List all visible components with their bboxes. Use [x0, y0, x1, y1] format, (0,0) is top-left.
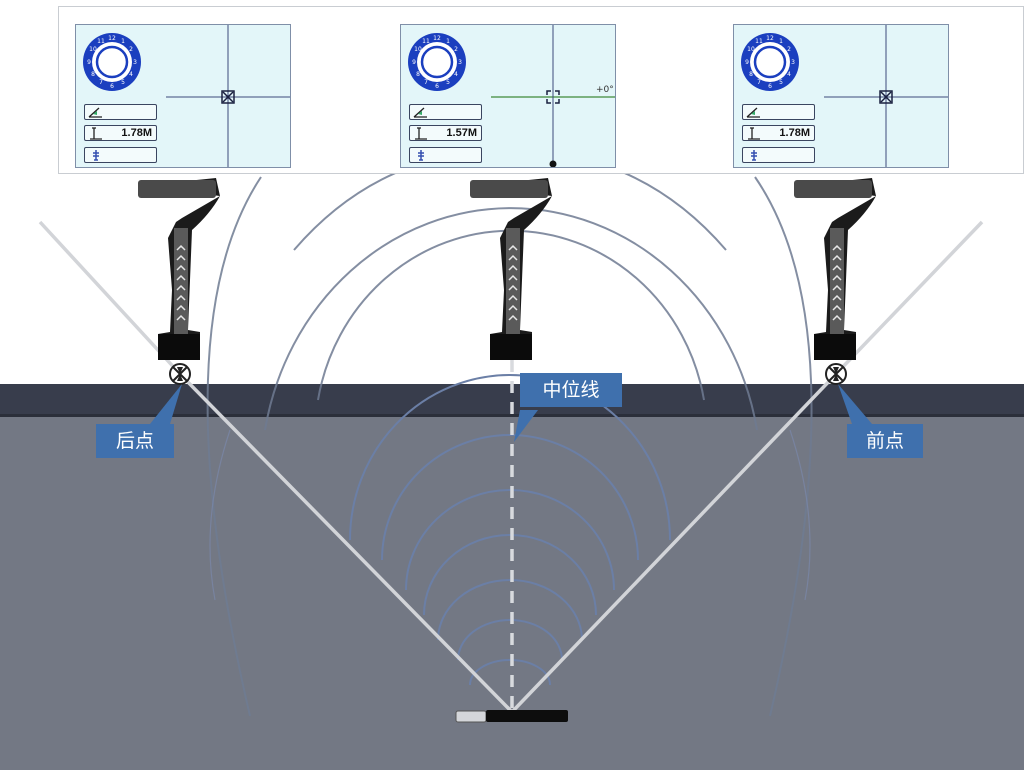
svg-text:11: 11 [97, 38, 105, 45]
svg-text:1: 1 [779, 38, 783, 45]
current-row [84, 147, 157, 163]
svg-text:5: 5 [121, 79, 125, 86]
svg-text:10: 10 [89, 46, 97, 53]
depth-icon [90, 127, 102, 140]
svg-text:4: 4 [787, 71, 791, 78]
svg-text:4: 4 [129, 71, 133, 78]
svg-text:11: 11 [755, 38, 763, 45]
svg-text:5: 5 [446, 79, 450, 86]
locator-device-front [794, 178, 876, 385]
depth-row: 1.78M [742, 125, 815, 141]
current-probe-icon [418, 150, 424, 161]
locator-device-center [470, 178, 552, 360]
svg-text:12: 12 [108, 35, 116, 42]
svg-text:9: 9 [87, 59, 91, 66]
target-bracket-icon [546, 90, 560, 104]
current-row [742, 147, 815, 163]
svg-text:7: 7 [99, 79, 103, 86]
signal-strength-row [742, 104, 815, 120]
signal-beams [38, 220, 984, 714]
front-point-label: 前点 [847, 424, 923, 458]
svg-text:6: 6 [110, 83, 114, 90]
current-row [409, 147, 482, 163]
depth-value: 1.78M [121, 127, 152, 139]
signal-strength-row [409, 104, 482, 120]
svg-text:6: 6 [768, 83, 772, 90]
callout-pointer-front [838, 384, 872, 424]
svg-text:2: 2 [787, 46, 791, 53]
svg-text:2: 2 [129, 46, 133, 53]
svg-text:3: 3 [133, 59, 137, 66]
depth-value: 1.78M [779, 127, 810, 139]
depth-value: 1.57M [446, 127, 477, 139]
callout-pointer-center [514, 410, 538, 442]
current-probe-icon [93, 150, 99, 161]
svg-text:9: 9 [412, 59, 416, 66]
svg-text:8: 8 [416, 71, 420, 78]
signal-angle-icon [746, 107, 760, 118]
target-marker-icon [221, 90, 235, 104]
svg-text:2: 2 [454, 46, 458, 53]
center-line-label: 中位线 [520, 373, 622, 407]
callout-pointer-rear [150, 384, 182, 424]
svg-text:12: 12 [433, 35, 441, 42]
svg-text:8: 8 [91, 71, 95, 78]
svg-text:10: 10 [414, 46, 422, 53]
svg-text:7: 7 [757, 79, 761, 86]
signal-strength-row [84, 104, 157, 120]
locator-device-rear [138, 178, 220, 385]
depth-icon [748, 127, 760, 140]
svg-text:7: 7 [424, 79, 428, 86]
svg-text:11: 11 [422, 38, 430, 45]
svg-text:6: 6 [435, 83, 439, 90]
depth-icon [415, 127, 427, 140]
rear-point-label: 后点 [96, 424, 174, 458]
signal-angle-icon [413, 107, 427, 118]
depth-row: 1.57M [409, 125, 482, 141]
svg-text:4: 4 [454, 71, 458, 78]
angle-readout: +0° [596, 85, 614, 95]
signal-angle-icon [88, 107, 102, 118]
current-probe-icon [751, 150, 757, 161]
svg-text:10: 10 [747, 46, 755, 53]
svg-text:3: 3 [791, 59, 795, 66]
cable-sonde [455, 710, 568, 723]
svg-text:9: 9 [745, 59, 749, 66]
svg-text:1: 1 [446, 38, 450, 45]
svg-text:8: 8 [749, 71, 753, 78]
svg-text:5: 5 [779, 79, 783, 86]
svg-text:12: 12 [766, 35, 774, 42]
svg-text:1: 1 [121, 38, 125, 45]
svg-text:3: 3 [458, 59, 462, 66]
depth-row: 1.78M [84, 125, 157, 141]
target-marker-icon [879, 90, 893, 104]
